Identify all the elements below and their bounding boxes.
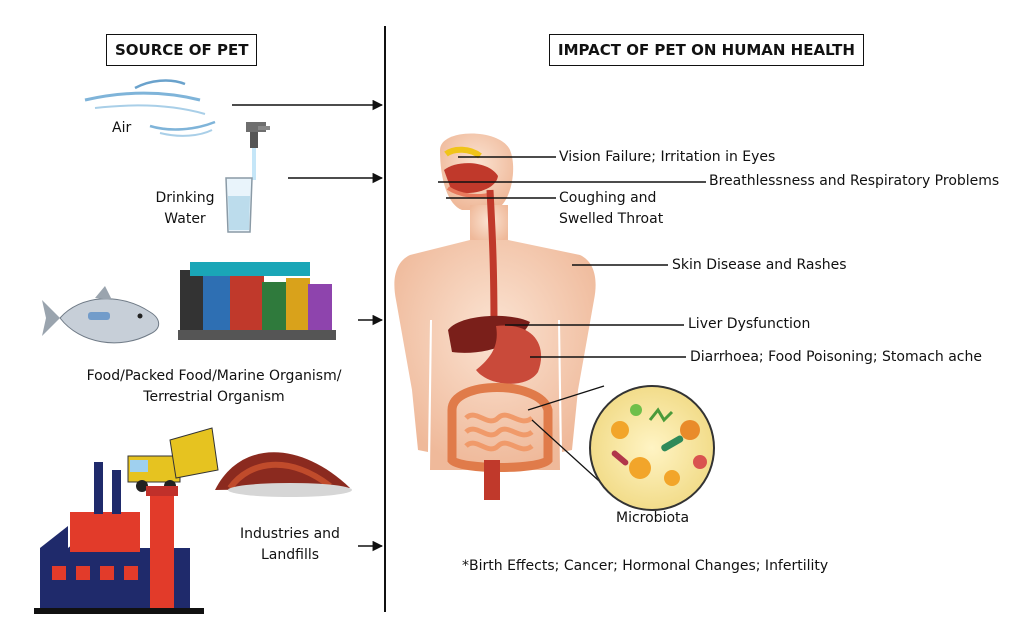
label-air: Air <box>112 120 132 136</box>
landfill-truck-icon <box>127 427 352 497</box>
label-water-line2: Water <box>164 211 206 227</box>
source-title: SOURCE OF PET <box>106 34 258 66</box>
label-industry: Industries and Landfills <box>230 524 350 566</box>
fish-icon <box>42 286 160 344</box>
microbiota-icon <box>527 385 715 511</box>
divider-line <box>384 26 386 612</box>
label-water: Drinking Water <box>150 188 220 230</box>
label-skin: Skin Disease and Rashes <box>672 257 847 273</box>
drinking-water-icon <box>225 122 270 233</box>
label-food-line2: Terrestrial Organism <box>143 389 285 405</box>
air-icon <box>84 79 216 137</box>
label-stomach: Diarrhoea; Food Poisoning; Stomach ache <box>690 349 982 365</box>
packed-food-icon <box>178 262 336 340</box>
label-vision: Vision Failure; Irritation in Eyes <box>559 149 776 165</box>
label-cough-line2: Swelled Throat <box>559 211 664 227</box>
impact-title: IMPACT OF PET ON HUMAN HEALTH <box>549 34 864 66</box>
label-microbiota: Microbiota <box>616 510 690 526</box>
label-breath: Breathlessness and Respiratory Problems <box>709 173 1000 189</box>
label-water-line1: Drinking <box>155 190 215 206</box>
human-body-icon <box>394 133 596 500</box>
factory-icon <box>34 462 204 614</box>
label-cough: Coughing and Swelled Throat <box>559 188 663 230</box>
label-industry-line1: Industries and <box>240 526 340 542</box>
label-industry-line2: Landfills <box>260 547 320 563</box>
footnote: *Birth Effects; Cancer; Hormonal Changes… <box>462 558 829 574</box>
label-liver: Liver Dysfunction <box>688 316 811 332</box>
label-food: Food/Packed Food/Marine Organism/ Terres… <box>64 366 364 408</box>
label-cough-line1: Coughing and <box>559 190 657 206</box>
label-food-line1: Food/Packed Food/Marine Organism/ <box>86 368 342 384</box>
